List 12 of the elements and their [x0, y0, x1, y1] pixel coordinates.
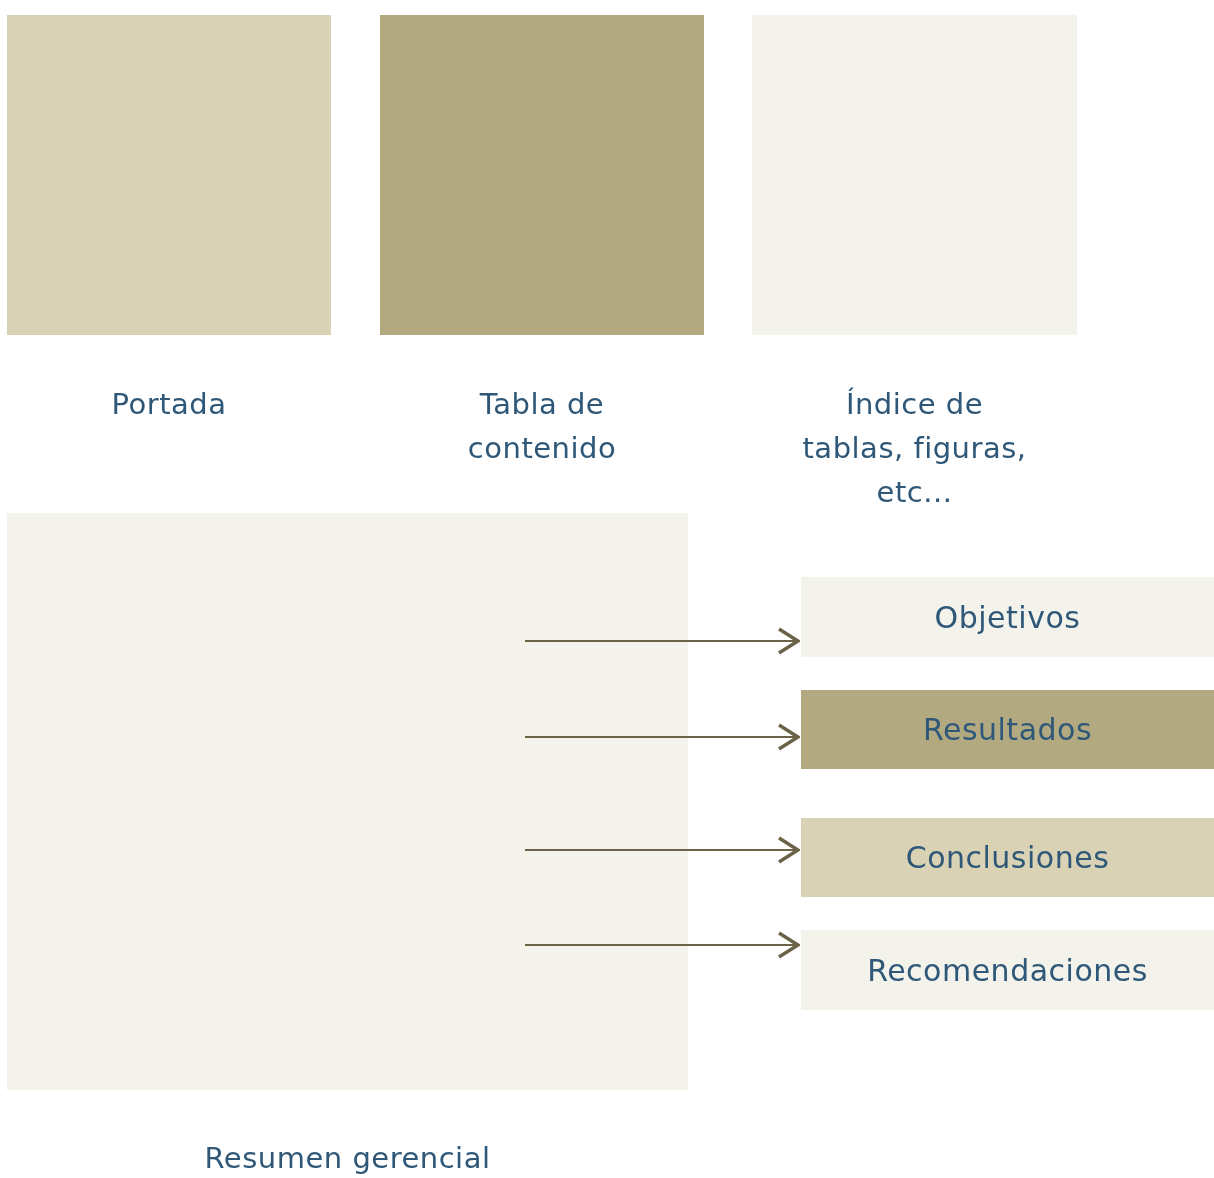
block-caption: Portada [110, 386, 228, 423]
block-caption: Tabla de contenido [466, 386, 618, 467]
arrow [524, 836, 800, 864]
section-bar: Resultados [801, 690, 1214, 769]
block-caption: Resumen gerencial [203, 1140, 492, 1177]
block-caption: Índice de tablas, figuras, etc... [801, 386, 1028, 511]
arrow [524, 627, 800, 655]
arrow [524, 723, 800, 751]
arrow [524, 931, 800, 959]
section-bar: Recomendaciones [801, 930, 1214, 1010]
section-bar: Objetivos [801, 577, 1214, 657]
section-bar: Conclusiones [801, 818, 1214, 897]
